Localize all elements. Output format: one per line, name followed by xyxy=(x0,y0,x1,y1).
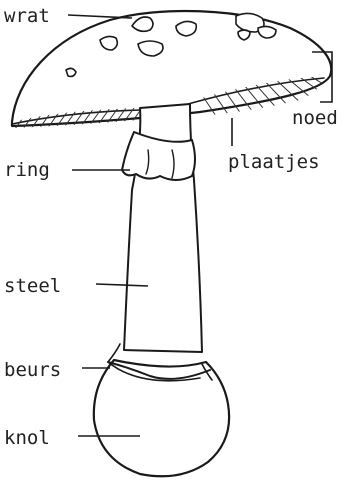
label-beurs: beurs xyxy=(4,359,61,381)
label-noed: noed xyxy=(292,107,338,129)
stem-bulb xyxy=(94,360,229,476)
label-knol: knol xyxy=(4,427,50,449)
label-wrat: wrat xyxy=(4,5,50,27)
label-ring: ring xyxy=(4,159,50,181)
label-plaatjes: plaatjes xyxy=(228,151,320,173)
label-steel: steel xyxy=(4,275,61,297)
